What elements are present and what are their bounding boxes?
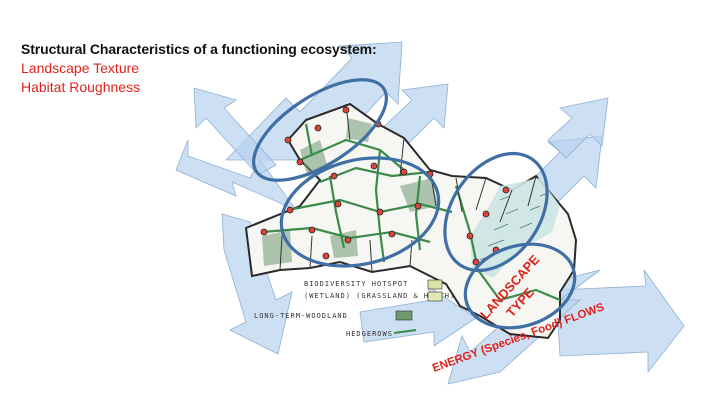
- subtitle-landscape-texture: Landscape Texture: [21, 60, 140, 76]
- flow-arrow-bottom-right: [555, 269, 685, 374]
- legend-woodland-swatch: [395, 310, 413, 321]
- slide-title: Structural Characteristics of a function…: [21, 41, 377, 57]
- flow-arrow-right-tip: [547, 97, 609, 159]
- map-legend: BIODIVERSITY HOTSPOT (WETLAND) (GRASSLAN…: [254, 279, 455, 338]
- ring-center: [279, 156, 441, 268]
- ring-right: [443, 151, 549, 273]
- legend-grassland-swatch: [427, 291, 443, 302]
- habitat-rings: [252, 78, 577, 330]
- legend-hedgerow-swatch: [393, 329, 417, 334]
- legend-woodland-label: LONG-TERM-WOODLAND: [254, 312, 348, 320]
- ring-upper-left: [252, 78, 388, 182]
- woodland-patch-4: [262, 230, 292, 266]
- ring-lower-right: [463, 242, 577, 330]
- legend-hotspot-swatch: [427, 279, 443, 290]
- legend-hedgerows-label: HEDGEROWS: [346, 330, 393, 338]
- legend-hotspot-label: BIODIVERSITY HOTSPOT: [304, 280, 408, 288]
- field-boundaries: [279, 103, 537, 273]
- slide-heading: Structural Characteristics of a function…: [21, 40, 377, 97]
- hotspot-nodes: [260, 106, 510, 266]
- subtitle-habitat-roughness: Habitat Roughness: [21, 79, 141, 95]
- legend-wetland-grassland-label: (WETLAND) (GRASSLAND & HEATH): [304, 292, 455, 300]
